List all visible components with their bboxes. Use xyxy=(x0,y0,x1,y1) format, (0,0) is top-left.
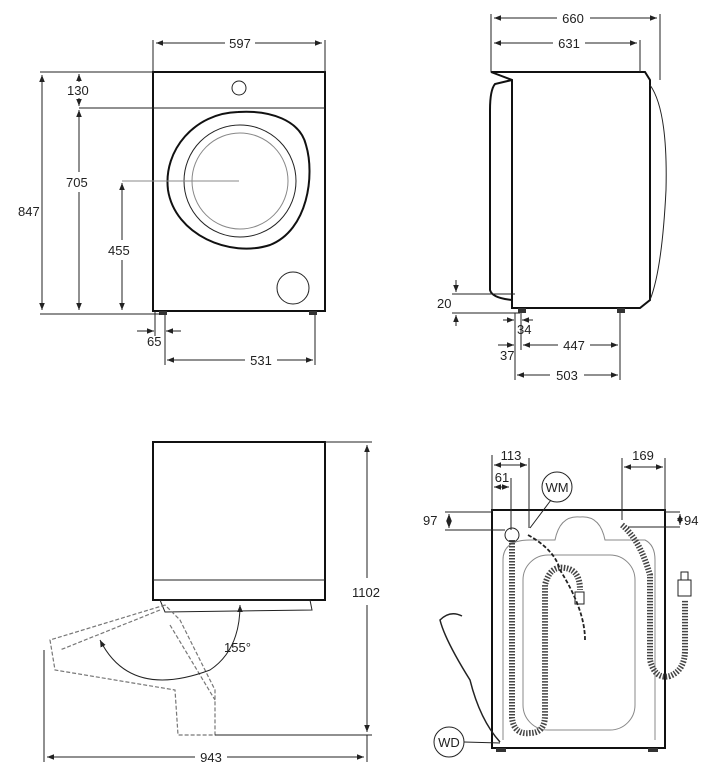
dim-34: 34 xyxy=(517,322,531,337)
dim-503: 503 xyxy=(556,368,578,383)
dim-61: 61 xyxy=(495,470,509,485)
cabinet-outline xyxy=(152,71,326,312)
wd-label: WD xyxy=(438,735,460,750)
door-angle-arc xyxy=(99,604,243,681)
dim-130: 130 xyxy=(67,83,89,98)
dim-1102: 1102 xyxy=(352,585,380,600)
rear-view: 113 61 WM 97 169 94 WD xyxy=(423,448,698,758)
dim-37: 37 xyxy=(500,348,514,363)
door xyxy=(166,110,311,250)
dim-113: 113 xyxy=(501,448,522,463)
dim-631: 631 xyxy=(558,36,580,51)
open-door-outline xyxy=(49,604,216,736)
dim-169: 169 xyxy=(632,448,654,463)
dim-20: 20 xyxy=(437,296,451,311)
filter-cover xyxy=(276,271,310,305)
top-cabinet xyxy=(152,441,326,601)
dim-447: 447 xyxy=(563,338,585,353)
program-knob xyxy=(231,80,247,96)
dim-660: 660 xyxy=(562,11,584,26)
dim-97: 97 xyxy=(423,513,437,528)
side-door xyxy=(649,84,667,301)
door-open-view: 155° 1102 943 xyxy=(43,441,380,765)
side-cabinet xyxy=(490,71,651,309)
side-view: 660 631 20 34 37 447 503 xyxy=(437,11,667,383)
front-view: 597 847 130 705 455 65 531 xyxy=(18,36,326,368)
dim-531: 531 xyxy=(250,353,272,368)
wm-label: WM xyxy=(545,480,568,495)
rear-cabinet xyxy=(491,509,666,749)
dim-847: 847 xyxy=(18,204,40,219)
dim-94: 94 xyxy=(684,513,698,528)
dim-597: 597 xyxy=(229,36,251,51)
inlet-hose xyxy=(619,522,688,680)
dim-155-deg: 155° xyxy=(224,640,251,655)
wm-callout xyxy=(541,471,573,503)
dim-705: 705 xyxy=(66,175,88,190)
dim-455: 455 xyxy=(108,243,130,258)
drain-hose xyxy=(509,540,583,737)
dim-65: 65 xyxy=(147,334,161,349)
power-cable xyxy=(439,613,501,743)
dim-943: 943 xyxy=(200,750,222,765)
